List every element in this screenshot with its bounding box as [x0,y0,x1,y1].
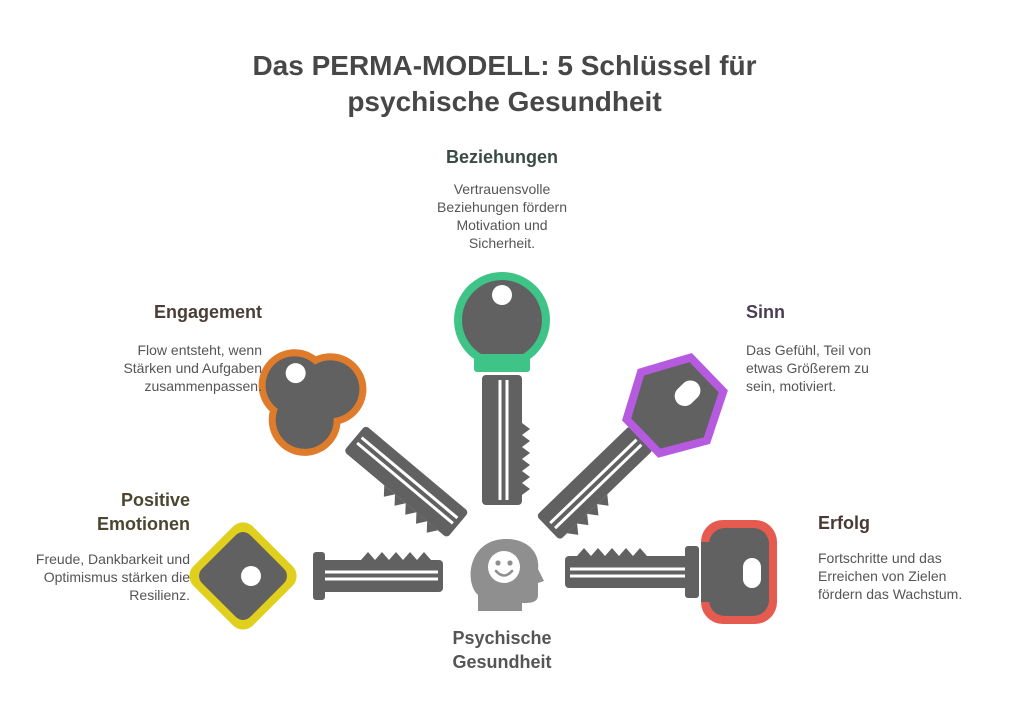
key-shaft [482,375,530,505]
center-label: Psychische Gesundheit [422,626,582,674]
key-shaft [313,552,443,600]
erfolg-desc: Fortschritte und das Erreichen von Ziele… [818,550,963,602]
beziehungen-desc: Vertrauensvolle Beziehungen fördern Moti… [437,181,567,251]
engagement-desc: Flow entsteht, wenn Stärken und Aufgaben… [123,342,262,394]
key-beziehungen [454,272,550,505]
face-circle [488,551,520,583]
positive-emotionen-heading: Positive Emotionen [97,490,190,534]
key-head [454,272,550,372]
sinn-heading: Sinn [746,302,785,322]
key-positive-emotionen [189,522,443,630]
erfolg-heading: Erfolg [818,513,870,533]
page-title: Das PERMA-MODELL: 5 Schlüssel für psychi… [0,48,1009,120]
key-erfolg [565,520,777,624]
center-label-line-2: Gesundheit [452,652,552,672]
key-shaft [345,426,468,537]
key-head [701,520,777,624]
key-shaft [537,427,652,539]
smiling-head-icon [470,539,544,611]
title-line-1: Das PERMA-MODELL: 5 Schlüssel für [252,50,757,81]
center-label-line-1: Psychische [452,628,552,648]
key-head [189,522,297,630]
left-eye [495,560,501,566]
key-sinn [537,352,728,539]
engagement-heading: Engagement [153,302,262,322]
beziehungen-heading: Beziehungen [445,147,558,167]
right-eye [507,560,513,566]
key-head [258,349,367,456]
smile [494,569,514,577]
title-line-2: psychische Gesundheit [347,86,662,117]
key-shaft [565,546,699,598]
key-head [622,352,728,458]
positive-emotionen-desc: Freude, Dankbarkeit und Optimismus stärk… [35,551,190,603]
key-engagement [258,349,468,537]
sinn-desc: Das Gefühl, Teil von etwas Größerem zu s… [746,342,872,394]
